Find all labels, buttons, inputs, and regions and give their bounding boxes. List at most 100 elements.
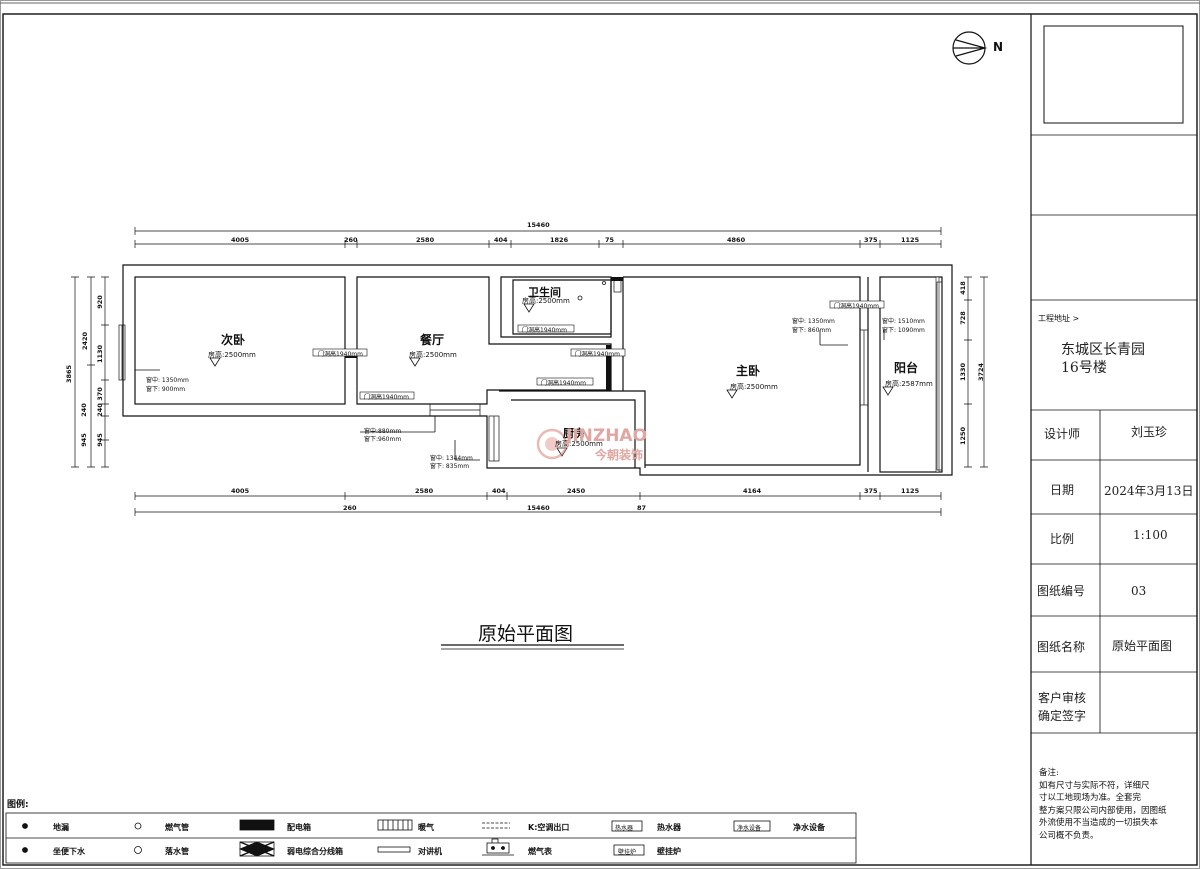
window-mid: 窗中: 1350mm: [146, 377, 189, 384]
dim-top: 1826: [550, 236, 569, 244]
dim-left-total: 3865: [65, 364, 74, 384]
watermark-name: 今朝装饰: [595, 448, 644, 462]
door-tag: 门洞高1940mm: [318, 351, 363, 358]
door-tag: 门洞高1940mm: [541, 380, 586, 387]
legend-symbols: [22, 819, 771, 857]
dim-left: 945: [95, 433, 104, 447]
window-low: 窗下: 1090mm: [882, 327, 925, 334]
window-mid-label: 窗中:880mm: [364, 428, 402, 435]
dim-bottom: 4005: [231, 487, 250, 495]
windows: [118, 279, 943, 471]
legend-item: 落水管: [165, 847, 189, 856]
dim-top: 375: [864, 236, 878, 244]
date-label: 日期: [1050, 483, 1075, 497]
dim-bottom-extra: 87: [637, 504, 647, 512]
window-low-label: 窗下:960mm: [364, 436, 402, 443]
dim-left: 920: [95, 295, 104, 309]
notes-title: 备注:: [1039, 768, 1059, 778]
door-tag: 门洞高1940mm: [522, 327, 567, 334]
watermark-brand: JINZHAO: [566, 426, 648, 446]
north-arrow-icon: [952, 31, 988, 65]
legend-item: 配电箱: [287, 823, 311, 832]
sheet-no-value: 03: [1131, 584, 1147, 598]
window-mid: 窗中: 1344mm: [430, 455, 473, 462]
address-line-2: 16号楼: [1061, 360, 1107, 376]
dim-top: 4005: [231, 236, 250, 244]
dim-bottom: 1125: [901, 487, 920, 495]
legend-item: 净水设备: [793, 823, 825, 832]
notes-line: 公司概不负责。: [1039, 830, 1099, 841]
designer-label: 设计师: [1044, 427, 1081, 441]
legend-title: 图例:: [7, 800, 29, 810]
notes-line: 寸以工地现场为准。全套完: [1039, 793, 1142, 803]
legend-table: [5, 812, 857, 864]
window-mid: 窗中: 1350mm: [792, 318, 835, 325]
legend-box-boiler: 壁挂炉: [618, 849, 637, 856]
north-label: N: [993, 40, 1004, 54]
window-low: 窗下: 835mm: [430, 463, 470, 470]
room-height: 房高:2500mm: [522, 297, 570, 305]
dim-top: 1125: [901, 236, 920, 244]
dim-right: 728: [958, 311, 967, 325]
legend-item: 坐便下水: [53, 847, 85, 856]
client-label-2: 确定签字: [1038, 709, 1087, 723]
sheet-name-value: 原始平面图: [1112, 639, 1173, 653]
watermark-logo-icon: [536, 428, 568, 460]
dim-left-total: 2420: [81, 331, 90, 351]
dim-left: 240: [95, 403, 104, 417]
dim-right: 1330: [959, 362, 968, 382]
dim-top: 75: [605, 236, 615, 244]
legend-item: 地漏: [53, 823, 69, 832]
door-tag: 门洞高1940mm: [575, 351, 620, 358]
legend-item: 燃气管: [165, 823, 189, 832]
room-name: 阳台: [894, 361, 919, 375]
window-low: 窗下: 900mm: [146, 386, 186, 393]
dim-bottom: 2450: [567, 487, 586, 495]
dim-top-total: 15460: [527, 221, 550, 229]
room-name: 厨房: [563, 427, 585, 440]
legend-item: 暖气: [418, 823, 434, 832]
notes-line: 外流使用不当造成的一切损失本: [1039, 818, 1159, 828]
legend-box-heater: 热水器: [615, 825, 634, 832]
room-height: 房高:2500mm: [730, 383, 778, 391]
dim-left: 945: [79, 433, 88, 447]
legend-item: 对讲机: [418, 847, 442, 856]
window-mid: 窗中: 1510mm: [882, 318, 925, 325]
room-height: 房高:2500mm: [555, 440, 603, 448]
legend-box-purifier: 净水设备: [737, 825, 762, 832]
dim-right: 1250: [959, 426, 968, 446]
address-line-1: 东城区长青园: [1061, 342, 1145, 358]
dim-bottom: 375: [864, 487, 878, 495]
client-label-1: 客户审核: [1038, 691, 1087, 705]
legend-item: K:空调出口: [528, 823, 570, 832]
dim-top: 2580: [416, 236, 435, 244]
dim-top: 404: [494, 236, 508, 244]
window-low: 窗下: 860mm: [792, 327, 832, 334]
dim-right: 418: [958, 281, 967, 295]
room-name: 次卧: [221, 333, 246, 347]
dim-bottom: 404: [492, 487, 506, 495]
designer-name: 刘玉珍: [1131, 425, 1168, 439]
door-tag: 门洞高1940mm: [364, 394, 409, 401]
door-tag: 门洞高1940mm: [834, 303, 879, 310]
scale-label: 比例: [1050, 532, 1075, 546]
dim-bottom: 2580: [415, 487, 434, 495]
dim-left: 240: [79, 403, 88, 417]
door-tags: [312, 300, 885, 400]
plan-title: 原始平面图: [478, 623, 574, 645]
room-name: 主卧: [736, 364, 761, 378]
dim-bottom-total: 15460: [527, 504, 550, 512]
sheet-no-label: 图纸编号: [1037, 584, 1086, 598]
room-height: 房高:2500mm: [409, 351, 457, 359]
notes-line: 如有尺寸与实际不符，详细尺: [1039, 780, 1150, 791]
legend-item: 热水器: [657, 823, 681, 832]
date-value: 2024年3月13日: [1104, 484, 1194, 498]
notes: 备注: 如有尺寸与实际不符，详细尺 寸以工地现场为准。全套完 整方案只限公司内部…: [1039, 767, 1167, 842]
dim-top: 260: [344, 236, 358, 244]
scale-value: 1:100: [1133, 528, 1168, 542]
room-name: 卫生间: [528, 286, 561, 299]
dimension-lines: [71, 227, 988, 516]
dim-bottom-extra: 260: [343, 504, 357, 512]
